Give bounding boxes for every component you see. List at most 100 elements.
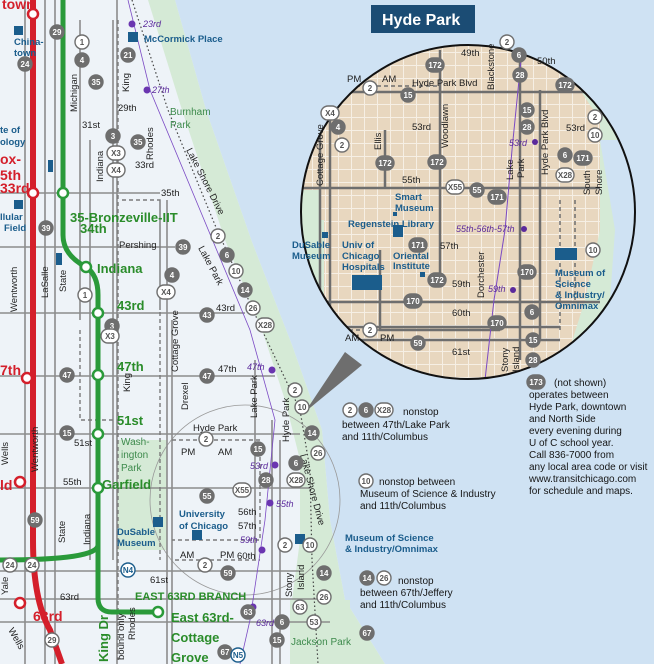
route-badge-170[interactable]: 170: [517, 264, 537, 280]
route-badge-26[interactable]: 26: [376, 570, 392, 586]
route-badge-15[interactable]: 15: [525, 332, 541, 348]
route-badge-X3[interactable]: X3: [100, 328, 120, 344]
route-badge-39[interactable]: 39: [38, 220, 54, 236]
route-badge-14[interactable]: 14: [359, 570, 375, 586]
route-badge-X28[interactable]: X28: [255, 317, 275, 333]
route-badge-28[interactable]: 28: [512, 67, 528, 83]
route-badge-14[interactable]: 14: [316, 565, 332, 581]
route-badge-172[interactable]: 172: [425, 57, 445, 73]
route-badge-28[interactable]: 28: [258, 472, 274, 488]
route-badge-X28[interactable]: X28: [286, 472, 306, 488]
route-badge-2[interactable]: 2: [499, 34, 515, 50]
route-badge-173[interactable]: 173: [526, 374, 546, 390]
route-badge-171[interactable]: 171: [573, 150, 593, 166]
route-badge-15[interactable]: 15: [400, 87, 416, 103]
route-badge-55[interactable]: 55: [469, 182, 485, 198]
route-badge-172[interactable]: 172: [427, 154, 447, 170]
route-badge-X4[interactable]: X4: [106, 162, 126, 178]
route-badge-24[interactable]: 24: [17, 56, 33, 72]
route-badge-X28[interactable]: X28: [555, 167, 575, 183]
route-badge-2[interactable]: 2: [277, 537, 293, 553]
route-badge-21[interactable]: 21: [120, 47, 136, 63]
route-badge-67[interactable]: 67: [217, 644, 233, 660]
route-badge-4[interactable]: 4: [74, 52, 90, 68]
route-badge-N4[interactable]: N4: [120, 562, 136, 578]
route-badge-4[interactable]: 4: [164, 267, 180, 283]
route-badge-2[interactable]: 2: [287, 382, 303, 398]
route-badge-26[interactable]: 26: [316, 589, 332, 605]
route-badge-15[interactable]: 15: [59, 425, 75, 441]
route-badge-4[interactable]: 4: [330, 119, 346, 135]
route-badge-10[interactable]: 10: [228, 263, 244, 279]
route-badge-X28[interactable]: X28: [374, 402, 394, 418]
route-badge-43[interactable]: 43: [199, 307, 215, 323]
route-badge-53[interactable]: 53: [306, 614, 322, 630]
route-badge-47[interactable]: 47: [199, 368, 215, 384]
map-label: Park: [121, 463, 143, 474]
route-badge-X55[interactable]: X55: [232, 482, 252, 498]
route-badge-67[interactable]: 67: [359, 625, 375, 641]
route-badge-2[interactable]: 2: [210, 228, 226, 244]
route-badge-shape: [487, 189, 507, 205]
route-badge-59[interactable]: 59: [27, 512, 43, 528]
route-badge-6[interactable]: 6: [358, 402, 374, 418]
route-badge-172[interactable]: 172: [555, 77, 575, 93]
route-badge-14[interactable]: 14: [237, 282, 253, 298]
route-badge-170[interactable]: 170: [487, 315, 507, 331]
route-badge-6[interactable]: 6: [274, 614, 290, 630]
route-badge-29[interactable]: 29: [49, 24, 65, 40]
route-badge-10[interactable]: 10: [294, 399, 310, 415]
route-badge-2[interactable]: 2: [587, 109, 603, 125]
route-badge-2[interactable]: 2: [334, 137, 350, 153]
route-badge-59[interactable]: 59: [220, 565, 236, 581]
route-badge-1[interactable]: 1: [77, 287, 93, 303]
route-badge-39[interactable]: 39: [175, 239, 191, 255]
route-badge-3[interactable]: 3: [105, 128, 121, 144]
route-badge-28[interactable]: 28: [519, 119, 535, 135]
route-badge-26[interactable]: 26: [310, 445, 326, 461]
route-badge-2[interactable]: 2: [342, 402, 358, 418]
route-badge-X4[interactable]: X4: [156, 284, 176, 300]
route-badge-X55[interactable]: X55: [445, 179, 465, 195]
route-badge-15[interactable]: 15: [269, 632, 285, 648]
route-badge-10[interactable]: 10: [587, 127, 603, 143]
route-badge-47[interactable]: 47: [59, 367, 75, 383]
route-badge-6[interactable]: 6: [557, 147, 573, 163]
route-badge-26[interactable]: 26: [245, 300, 261, 316]
route-badge-170[interactable]: 170: [403, 293, 423, 309]
route-badge-171[interactable]: 171: [408, 237, 428, 253]
route-badge-24[interactable]: 24: [2, 557, 18, 573]
route-badge-15[interactable]: 15: [250, 441, 266, 457]
route-badge-2[interactable]: 2: [362, 322, 378, 338]
route-badge-2[interactable]: 2: [198, 431, 214, 447]
route-badge-6[interactable]: 6: [524, 304, 540, 320]
route-badge-63[interactable]: 63: [240, 604, 256, 620]
route-badge-28[interactable]: 28: [525, 352, 541, 368]
route-badge-10[interactable]: 10: [358, 473, 374, 489]
route-badge-63[interactable]: 63: [292, 599, 308, 615]
route-badge-X3[interactable]: X3: [106, 145, 126, 161]
route-badge-6[interactable]: 6: [511, 47, 527, 63]
route-badge-1[interactable]: 1: [74, 34, 90, 50]
route-badge-X4[interactable]: X4: [320, 105, 340, 121]
route-badge-2[interactable]: 2: [197, 557, 213, 573]
note-line: nonstop: [403, 407, 439, 418]
route-badge-6[interactable]: 6: [219, 247, 235, 263]
route-badge-35[interactable]: 35: [130, 134, 146, 150]
route-badge-2[interactable]: 2: [362, 80, 378, 96]
route-badge-10[interactable]: 10: [585, 242, 601, 258]
route-badge-172[interactable]: 172: [375, 155, 395, 171]
route-badge-6[interactable]: 6: [288, 455, 304, 471]
route-badge-14[interactable]: 14: [304, 425, 320, 441]
route-badge-15[interactable]: 15: [519, 102, 535, 118]
route-badge-59[interactable]: 59: [410, 335, 426, 351]
map-label: & Industry/Omnimax: [345, 544, 439, 555]
route-badge-171[interactable]: 171: [487, 189, 507, 205]
route-badge-24[interactable]: 24: [24, 557, 40, 573]
route-badge-29[interactable]: 29: [44, 632, 60, 648]
route-badge-55[interactable]: 55: [199, 488, 215, 504]
route-badge-10[interactable]: 10: [302, 537, 318, 553]
route-badge-N5[interactable]: N5: [230, 647, 246, 663]
route-badge-35[interactable]: 35: [88, 74, 104, 90]
route-badge-172[interactable]: 172: [427, 272, 447, 288]
